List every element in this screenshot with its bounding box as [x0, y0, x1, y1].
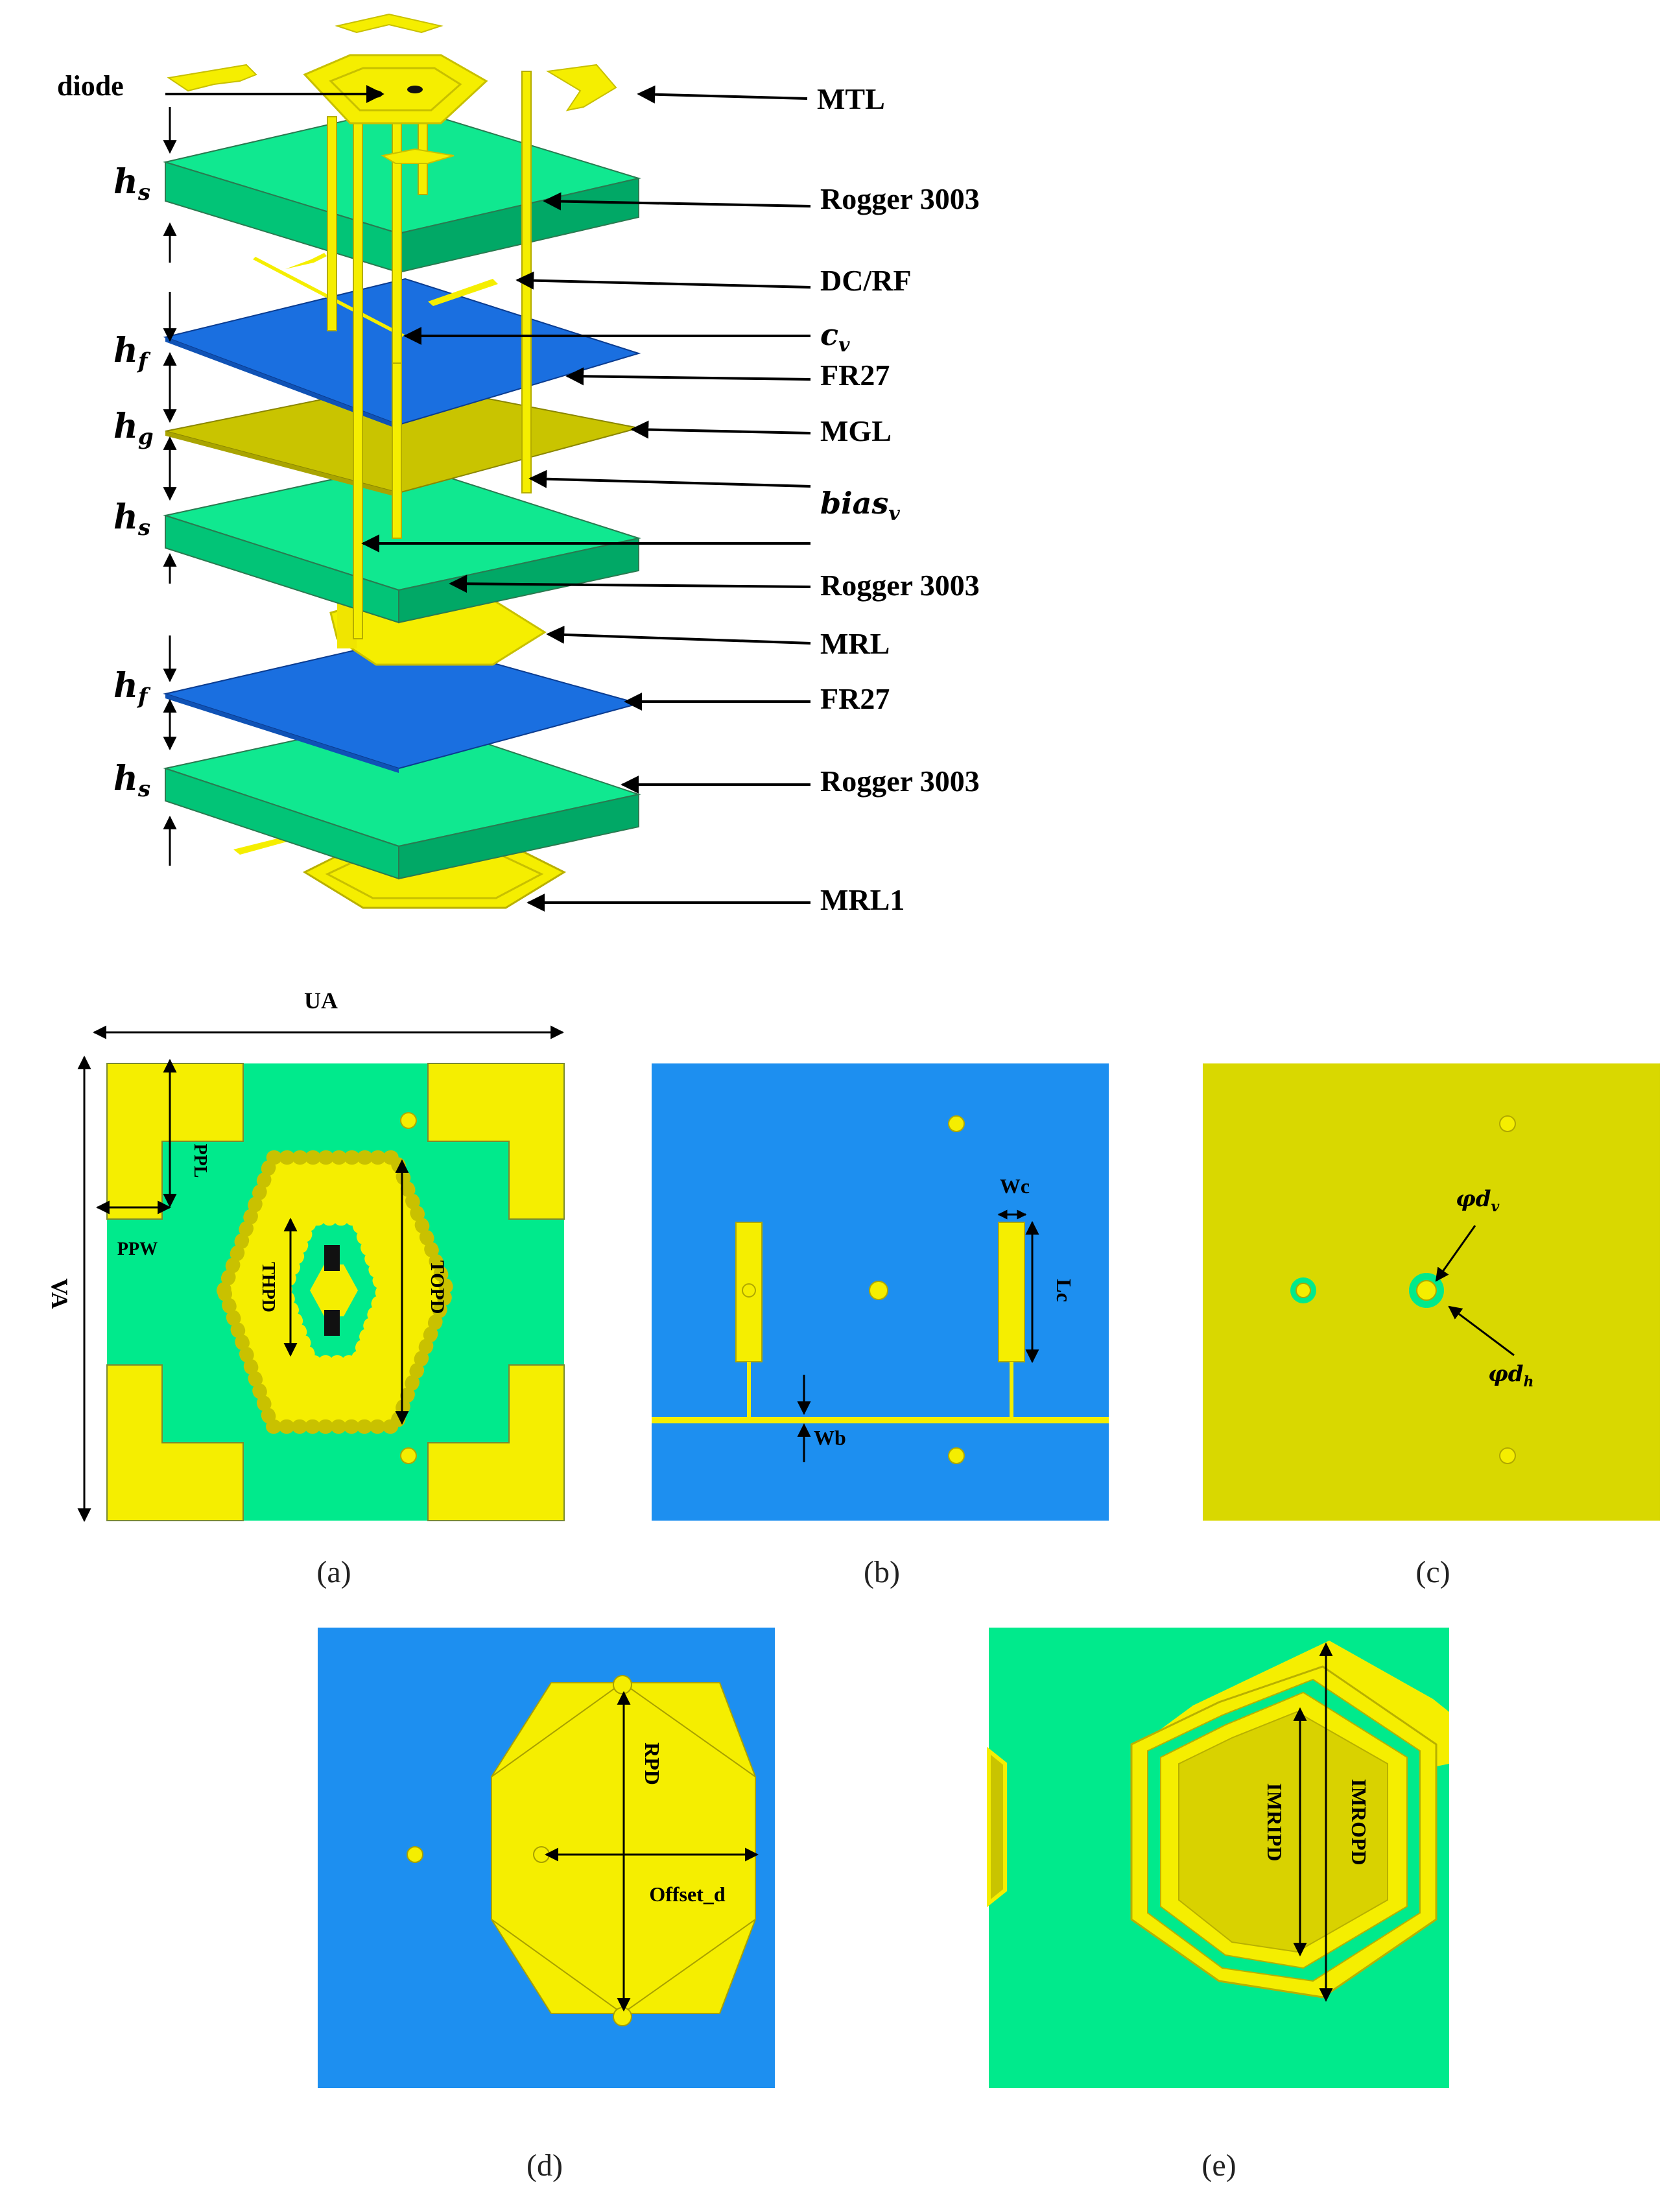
panel-a: UA VA PPL PPW THPD TOPD (a)	[47, 988, 565, 1589]
diode-a-2	[324, 1310, 340, 1336]
label-mgl: MGL	[820, 414, 892, 447]
dim-va: VA	[47, 1278, 73, 1309]
layer-labels: diode MTL Rogger 3003 DC/RF cv FR27 MGL …	[57, 70, 980, 916]
exploded-stack: diode MTL Rogger 3003 DC/RF cv FR27 MGL …	[57, 13, 980, 916]
label-mtl: MTL	[817, 82, 885, 115]
label-fr27-1: FR27	[820, 359, 890, 392]
dim-ua: UA	[304, 988, 338, 1014]
dim-thpd: THPD	[258, 1262, 278, 1312]
label-cv: cv	[820, 317, 850, 357]
label-hs-2: hs	[113, 497, 150, 541]
label-fr27-2: FR27	[820, 682, 890, 715]
via-bias	[521, 71, 532, 493]
dim-wb: Wb	[814, 1426, 846, 1449]
via-dot-c-2	[1499, 1447, 1516, 1464]
dim-imripd: IMRIPD	[1263, 1783, 1286, 1862]
panel-c: φdv φdh (c)	[1203, 1063, 1660, 1589]
via-c-left	[1295, 1283, 1311, 1298]
inner-hexagon	[1178, 1711, 1388, 1953]
stub-right	[1010, 1362, 1013, 1419]
dim-imropd: IMROPD	[1347, 1779, 1371, 1865]
caption-b: (b)	[864, 1555, 900, 1589]
substrate-rogers-bottom	[163, 715, 641, 880]
mtl-pattern	[167, 13, 617, 164]
dim-phidv: φdv	[1456, 1186, 1500, 1215]
via-dot-d-bottom	[613, 2007, 632, 2026]
via-2	[353, 106, 363, 639]
center-hexagon	[310, 1264, 358, 1316]
dim-offset: Offset_d	[649, 1882, 726, 1906]
via-dot-b-1	[948, 1115, 965, 1132]
label-hg: hg	[113, 407, 154, 450]
dim-wc: Wc	[1000, 1174, 1030, 1198]
dim-rpd: RPD	[641, 1742, 664, 1785]
via-dot-a-2	[400, 1447, 417, 1464]
stub-left	[747, 1362, 751, 1419]
patch-top-right	[427, 1063, 565, 1220]
via-c-right	[1416, 1280, 1437, 1301]
dim-ppl: PPL	[190, 1144, 210, 1178]
via-1	[327, 116, 337, 331]
via-dot-d-top	[613, 1675, 632, 1694]
dim-lc: Lc	[1052, 1279, 1076, 1302]
diode-2	[407, 86, 423, 93]
via-dot-b-2	[948, 1447, 965, 1464]
label-hs-3: hs	[113, 759, 150, 802]
dim-topd: TOPD	[427, 1261, 448, 1314]
panel-d: RPD Offset_d (d)	[318, 1628, 775, 2183]
dim-phidh: φdh	[1488, 1361, 1534, 1390]
diode-a-1	[324, 1245, 340, 1271]
via-dot-a-1	[400, 1112, 417, 1129]
label-rogger-2: Rogger 3003	[820, 569, 980, 602]
patch-bottom-right	[427, 1364, 565, 1521]
thickness-labels: hs hf hg hs hf hs	[113, 107, 177, 866]
via-dot-c-1	[1499, 1115, 1516, 1132]
caption-c: (c)	[1415, 1555, 1450, 1589]
via-dot-d-left	[407, 1846, 423, 1863]
dim-ppw: PPW	[117, 1239, 158, 1259]
caption-a: (a)	[316, 1555, 351, 1589]
label-mrl: MRL	[820, 627, 890, 660]
caption-d: (d)	[526, 2148, 563, 2183]
via-dot-b-center	[869, 1281, 888, 1300]
capacitor-right	[998, 1222, 1025, 1362]
label-rogger-1: Rogger 3003	[820, 182, 980, 215]
label-hf-1: hf	[113, 331, 151, 374]
via-5	[392, 362, 402, 539]
caption-e: (e)	[1201, 2148, 1236, 2183]
label-hf-2: hf	[113, 666, 151, 709]
panel-b: Wc Lc Wb (b)	[652, 1063, 1109, 1589]
via-ring-b	[742, 1283, 756, 1298]
via-3	[392, 90, 402, 364]
panel-e: IMRIPD IMROPD (e)	[987, 1628, 1449, 2183]
bias-line	[652, 1417, 1109, 1423]
label-bias: biasv	[820, 486, 900, 525]
label-dcrf: DC/RF	[820, 264, 912, 297]
edge-patch-e	[987, 1746, 1007, 1908]
label-hs-1: hs	[113, 162, 150, 206]
label-diode: diode	[57, 70, 124, 102]
patch-bottom-left	[106, 1364, 244, 1521]
capacitor-left	[735, 1222, 763, 1362]
label-mrl1: MRL1	[820, 883, 905, 916]
label-rogger-3: Rogger 3003	[820, 765, 980, 798]
